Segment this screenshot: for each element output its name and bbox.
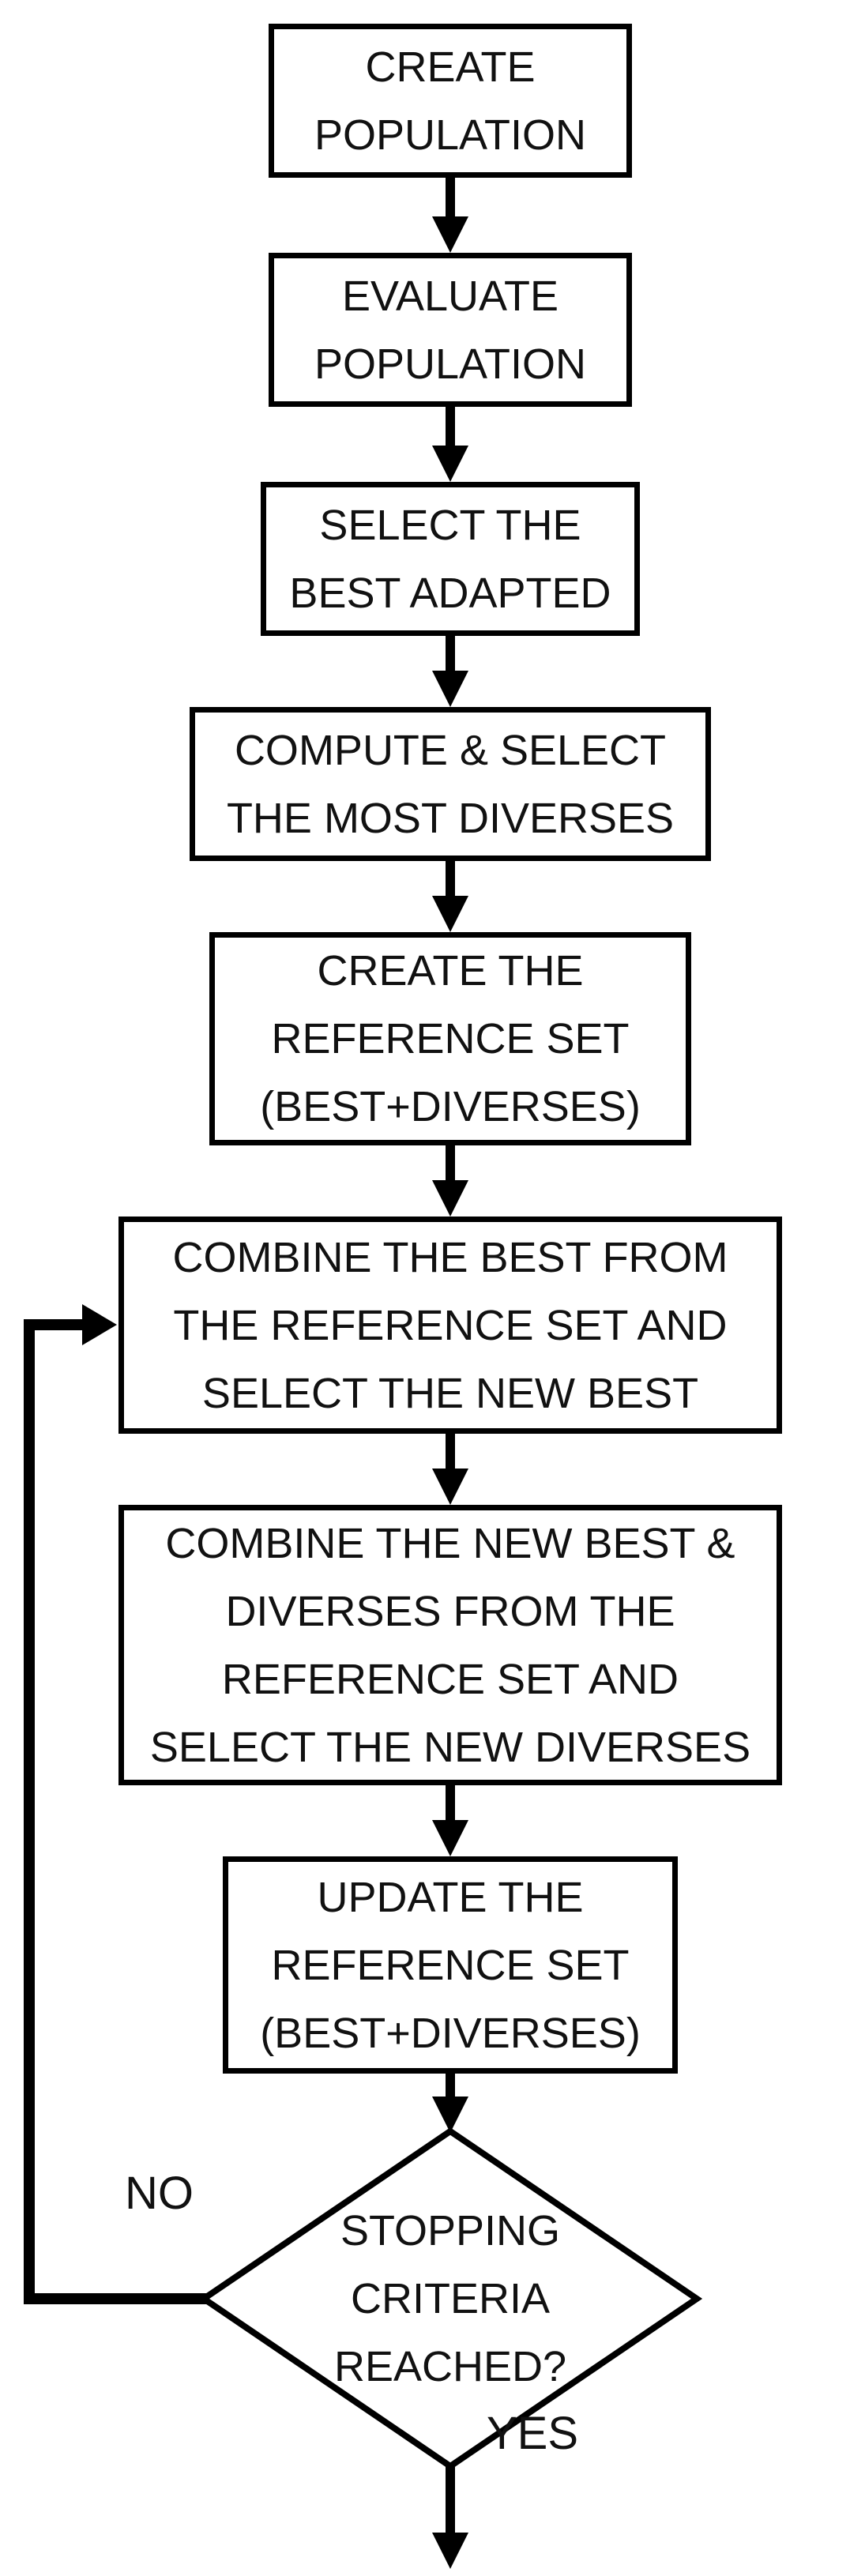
- arrow-down-yes: [432, 2465, 468, 2569]
- arrow-shaft: [446, 1145, 455, 1180]
- no-loop-line-top: [24, 1319, 85, 1330]
- arrow-head-icon: [432, 2533, 468, 2569]
- no-loop-arrow-head-icon: [82, 1304, 117, 1345]
- node-stopping-criteria-label: STOPPING CRITERIA REACHED?: [333, 2207, 567, 2390]
- node-select-best-adapted-label: SELECT THE BEST ADAPTED: [289, 501, 611, 617]
- node-combine-new-best-diverses: COMBINE THE NEW BEST & DIVERSES FROM THE…: [118, 1505, 782, 1785]
- node-update-reference-set-label: UPDATE THE REFERENCE SET (BEST+DIVERSES): [260, 1873, 641, 2057]
- node-combine-best-select-new-best: COMBINE THE BEST FROM THE REFERENCE SET …: [118, 1217, 782, 1434]
- arrow-head-icon: [432, 216, 468, 253]
- node-evaluate-population: EVALUATE POPULATION: [269, 253, 632, 407]
- arrow-head-icon: [432, 2097, 468, 2133]
- no-loop-line-bottom: [24, 2293, 207, 2304]
- node-select-best-adapted: SELECT THE BEST ADAPTED: [261, 482, 640, 636]
- node-compute-select-most-diverses: COMPUTE & SELECT THE MOST DIVERSES: [190, 707, 711, 861]
- node-compute-select-most-diverses-label: COMPUTE & SELECT THE MOST DIVERSES: [226, 726, 675, 842]
- arrow-shaft: [446, 1785, 455, 1820]
- arrow-shaft: [446, 861, 455, 896]
- edge-label-no: NO: [125, 2168, 194, 2219]
- no-loop-line-vertical: [24, 1319, 35, 2304]
- node-update-reference-set: UPDATE THE REFERENCE SET (BEST+DIVERSES): [223, 1856, 678, 2074]
- node-create-reference-set: CREATE THE REFERENCE SET (BEST+DIVERSES): [209, 932, 691, 1145]
- arrow-down-1: [432, 178, 468, 253]
- arrow-shaft: [446, 2465, 455, 2533]
- arrow-shaft: [446, 636, 455, 671]
- arrow-down-4: [432, 861, 468, 932]
- node-combine-best-select-new-best-label: COMBINE THE BEST FROM THE REFERENCE SET …: [172, 1233, 728, 1417]
- arrow-down-2: [432, 407, 468, 482]
- node-create-population-label: CREATE POPULATION: [314, 43, 587, 159]
- node-stopping-criteria: STOPPING CRITERIA REACHED?: [197, 2125, 703, 2473]
- node-create-population: CREATE POPULATION: [269, 24, 632, 178]
- arrow-down-3: [432, 636, 468, 707]
- arrow-shaft: [446, 407, 455, 446]
- node-create-reference-set-label: CREATE THE REFERENCE SET (BEST+DIVERSES): [260, 947, 641, 1130]
- arrow-head-icon: [432, 1820, 468, 1856]
- arrow-head-icon: [432, 1180, 468, 1217]
- node-combine-new-best-diverses-label: COMBINE THE NEW BEST & DIVERSES FROM THE…: [149, 1519, 751, 1771]
- arrow-head-icon: [432, 671, 468, 707]
- edge-label-yes: YES: [487, 2408, 579, 2459]
- arrow-shaft: [446, 1434, 455, 1469]
- arrow-down-8: [432, 2074, 468, 2133]
- arrow-shaft: [446, 2074, 455, 2097]
- arrow-down-7: [432, 1785, 468, 1856]
- arrow-head-icon: [432, 1469, 468, 1505]
- arrow-shaft: [446, 178, 455, 216]
- arrow-head-icon: [432, 896, 468, 932]
- arrow-head-icon: [432, 446, 468, 482]
- arrow-down-6: [432, 1434, 468, 1505]
- arrow-down-5: [432, 1145, 468, 1217]
- node-evaluate-population-label: EVALUATE POPULATION: [314, 272, 587, 388]
